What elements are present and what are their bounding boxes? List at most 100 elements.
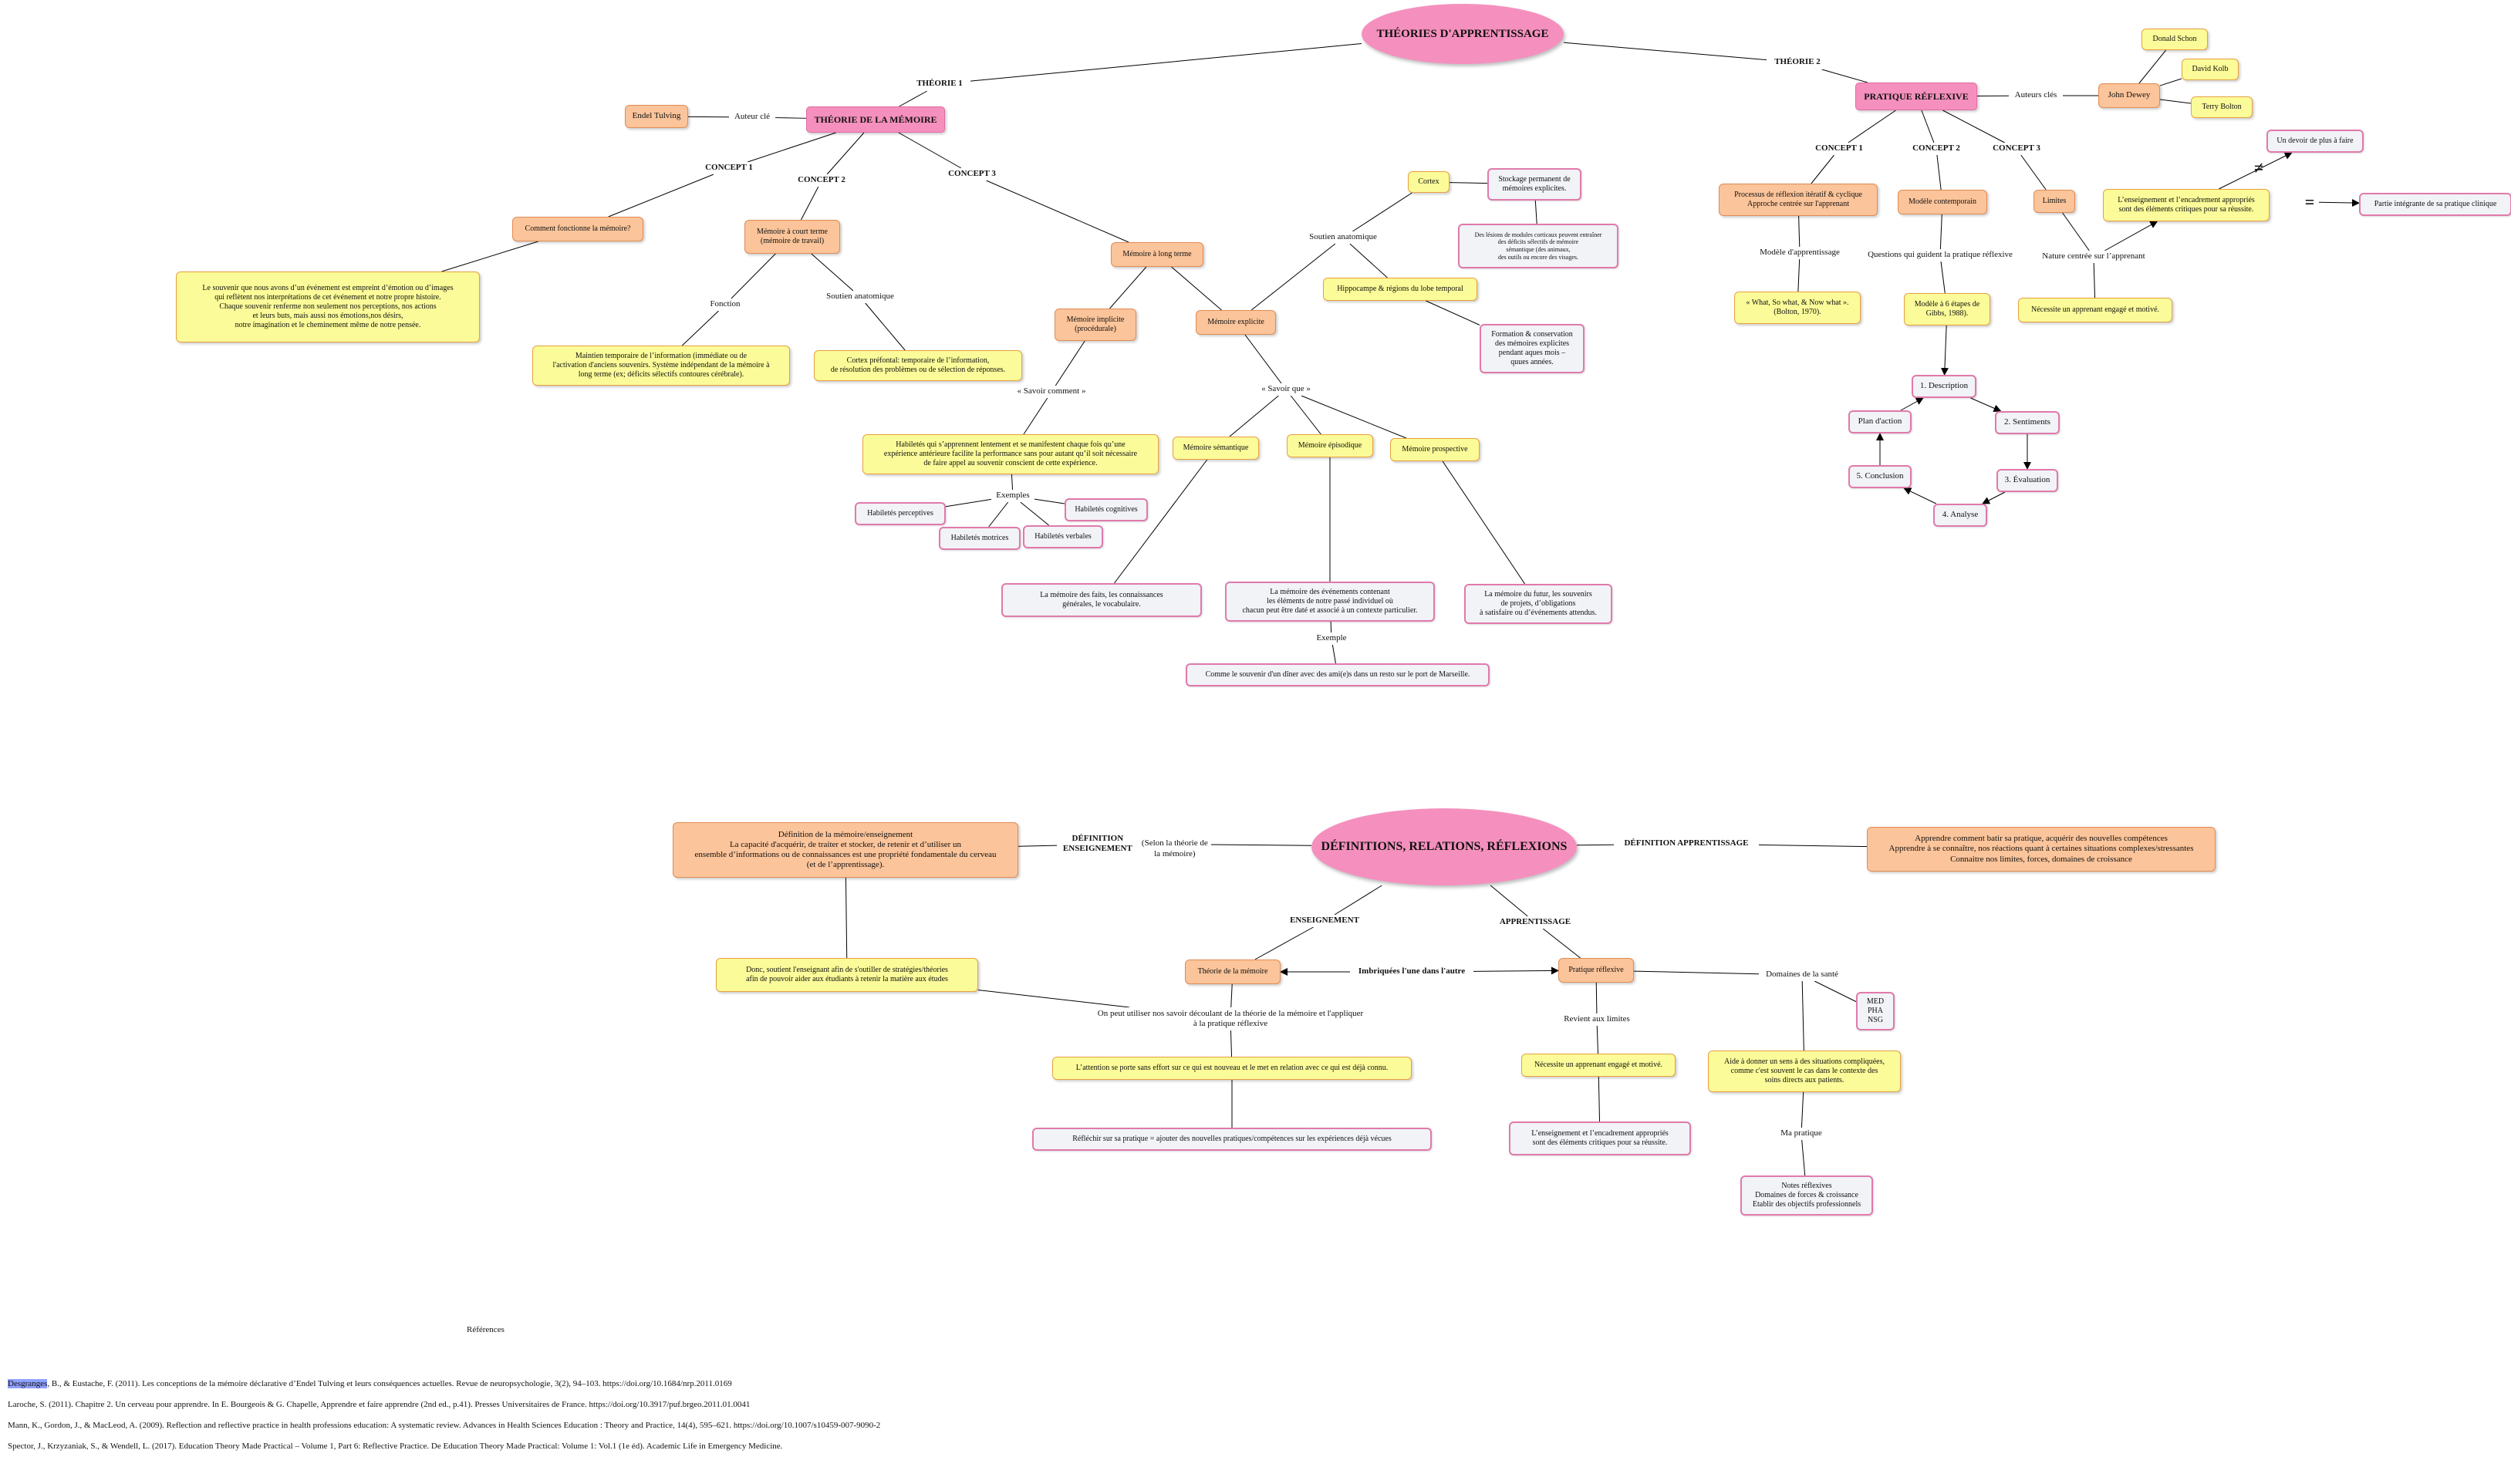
reference-item-2: Laroche, S. (2011). Chapitre 2. Un cerve… <box>8 1400 751 1409</box>
node-hab-verbales: Habiletés verbales <box>1023 525 1103 548</box>
edge-32 <box>1352 192 1412 232</box>
edge-75 <box>1814 980 1857 1003</box>
node-c2: CONCEPT 2 <box>791 174 852 187</box>
edge-66 <box>1542 928 1581 959</box>
node-apprendre-box: Apprendre comment batir sa pratique, acq… <box>1867 827 2216 872</box>
edge-60 <box>845 877 848 959</box>
node-modele-app: Modèle d'apprentissage <box>1750 247 1850 259</box>
node-enseignement-box: L’enseignement et l’encadrement appropri… <box>2103 189 2270 221</box>
edge-26 <box>1011 474 1014 491</box>
node-eq: = <box>2304 191 2315 211</box>
edge-36 <box>1426 300 1480 325</box>
edge-20 <box>898 132 962 169</box>
edge-0 <box>970 43 1362 82</box>
edge-29 <box>988 501 1009 528</box>
node-imbriquees: Imbriquées l'une dans l'autre <box>1350 966 1473 978</box>
references-heading: Références <box>467 1325 505 1334</box>
node-stockage: Stockage permanent de mémoires explicite… <box>1487 168 1581 201</box>
node-dewey: John Dewey <box>2098 83 2160 108</box>
node-donc-box: Donc, soutient l'enseignant afin de s'ou… <box>716 958 978 992</box>
edge-65 <box>1490 885 1528 917</box>
node-hab-cogn: Habiletés cognitives <box>1065 498 1148 521</box>
node-evaluation: 3. Évaluation <box>1996 469 2058 492</box>
edge-46 <box>1848 110 1896 143</box>
node-notes-box: Notes réflexives Domaines de forces & cr… <box>1740 1175 1873 1216</box>
node-pratique-refl2: Pratique réflexive <box>1558 958 1634 983</box>
node-devoir: Un devoir de plus à faire <box>2266 130 2364 153</box>
node-what: « What, So what, & Now what ». (Bolton, … <box>1734 292 1861 324</box>
edge-62 <box>1758 844 1868 848</box>
reference-highlight: Desgranges <box>8 1379 48 1388</box>
node-faits-box: La mémoire des faits, les connaissances … <box>1001 583 1202 617</box>
node-hab-percep: Habiletés perceptives <box>855 502 946 525</box>
node-ma-pratique: Ma pratique <box>1774 1128 1828 1140</box>
edge-73 <box>1598 1076 1601 1122</box>
edge-23 <box>1171 266 1222 311</box>
edge-43 <box>1442 460 1525 585</box>
edge-69 <box>1230 1030 1233 1057</box>
edge-59 <box>1018 845 1058 847</box>
edge-10 <box>2159 99 2192 104</box>
edge-45 <box>1331 644 1336 664</box>
node-theorie1: THÉORIE 1 <box>909 77 970 91</box>
edge-4 <box>775 117 807 119</box>
node-auteur-cle: Auteur clé <box>729 111 775 123</box>
node-mem-semantique: Mémoire sémantique <box>1173 437 1259 460</box>
node-enseignement-lbl: ENSEIGNEMENT <box>1284 915 1365 927</box>
node-partie-integrante: Partie intégrante de sa pratique cliniqu… <box>2359 193 2511 216</box>
arrow-6 <box>1982 491 2006 504</box>
edge-71 <box>1595 982 1598 1014</box>
edge-28 <box>1034 498 1065 504</box>
node-kolb: David Kolb <box>2182 59 2239 80</box>
edge-18 <box>811 253 854 292</box>
edge-41 <box>1114 459 1208 584</box>
reference-item-1: Desgranges, B., & Eustache, F. (2011). L… <box>8 1379 732 1388</box>
node-endel: Endel Tulving <box>625 105 688 128</box>
reference-item-4: Spector, J., Krzyzaniak, S., & Wendell, … <box>8 1442 783 1451</box>
node-modele-contemp: Modèle contemporain <box>1898 190 1987 214</box>
edge-17 <box>681 310 719 346</box>
node-sentiments: 2. Sentiments <box>1995 411 2060 434</box>
edge-35 <box>1349 243 1388 278</box>
edge-52 <box>1798 215 1801 248</box>
node-cortex-pref: Cortex préfontal: temporaire de l’inform… <box>814 350 1022 381</box>
edge-63 <box>1334 885 1382 916</box>
node-formation: Formation & conservation des mémoires ex… <box>1480 324 1585 373</box>
node-limites: Limites <box>2033 190 2075 213</box>
node-enseignement-box2: L’enseignement et l’encadrement appropri… <box>1509 1121 1691 1155</box>
node-plan-action: Plan d'action <box>1848 410 1912 433</box>
node-schon: Donald Schon <box>2141 29 2208 50</box>
node-def-memoire: Définition de la mémoire/enseignement La… <box>673 822 1018 878</box>
node-souvenir-diner: Comme le souvenir d'un dîner avec des am… <box>1186 663 1490 686</box>
node-on-peut: On peut utiliser nos savoir découlant de… <box>1080 1007 1381 1030</box>
node-cortex: Cortex <box>1408 171 1450 193</box>
node-bolton: Terry Bolton <box>2191 96 2253 118</box>
node-habiletes-box: Habiletés qui s’apprennent lentement et … <box>862 434 1159 474</box>
node-fonction: Fonction <box>702 298 748 311</box>
edge-50 <box>1942 110 2005 143</box>
edge-33 <box>1449 182 1488 184</box>
edge-64 <box>1254 926 1314 960</box>
edge-37 <box>1244 334 1282 384</box>
node-theorie-mem2: Théorie de la mémoire <box>1185 960 1281 984</box>
edge-31 <box>1250 243 1336 311</box>
reference-item-3: Mann, K., Gordon, J., & MacLeod, A. (200… <box>8 1421 881 1430</box>
edge-9 <box>2159 78 2182 86</box>
edge-68 <box>1230 983 1233 1008</box>
node-pc2: CONCEPT 2 <box>1905 143 1967 155</box>
node-analyse: 4. Analyse <box>1933 504 1987 527</box>
node-def-enseignement: DÉFINITION ENSEIGNEMENT (Selon la théori… <box>1057 831 1211 858</box>
node-memoire-explicite: Mémoire explicite <box>1196 310 1276 335</box>
node-revient: Revient aux limites <box>1557 1014 1637 1026</box>
node-auteurs-cles: Auteurs clés <box>2009 89 2063 102</box>
edge-49 <box>1936 154 1942 191</box>
arrow-2 <box>2318 199 2360 207</box>
node-exemples: Exemples <box>991 490 1034 502</box>
node-exemple: Exemple <box>1311 632 1352 645</box>
node-c1: CONCEPT 1 <box>698 162 760 174</box>
node-conclusion: 5. Conclusion <box>1848 465 1912 488</box>
node-lesions: Des lésions de modules corticaux peuvent… <box>1458 224 1618 268</box>
edge-13 <box>441 241 538 272</box>
edge-19 <box>865 302 906 351</box>
